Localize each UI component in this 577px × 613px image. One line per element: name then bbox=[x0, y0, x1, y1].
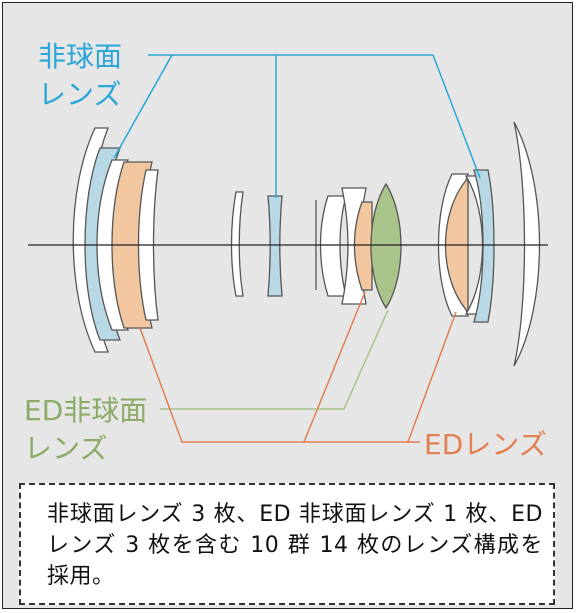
ed-leader-lines bbox=[139, 291, 457, 443]
ed-lens-element-10 bbox=[353, 201, 373, 291]
ed-lens-label: EDレンズ bbox=[424, 428, 547, 461]
lens-element-16 bbox=[513, 121, 541, 367]
aspheric-lens-element-7 bbox=[267, 195, 283, 297]
aspheric-label-line1: 非球面 bbox=[38, 40, 122, 73]
caption-box: 非球面レンズ 3 枚、ED 非球面レンズ 1 枚、ED レンズ 3 枚を含む 1… bbox=[19, 483, 555, 605]
lens-element-6 bbox=[230, 191, 244, 297]
caption-text: 非球面レンズ 3 枚、ED 非球面レンズ 1 枚、ED レンズ 3 枚を含む 1… bbox=[47, 502, 543, 589]
lens-construction-diagram: 非球面 レンズ ED非球面 レンズ EDレンズ bbox=[24, 40, 548, 465]
ed-aspheric-leader-line bbox=[160, 309, 389, 410]
lens-element-8 bbox=[319, 195, 347, 297]
ed-aspheric-lens-element-11 bbox=[370, 182, 402, 310]
aspheric-label-line2: レンズ bbox=[38, 78, 121, 111]
ed-aspheric-label-line1: ED非球面 bbox=[24, 394, 147, 427]
ed-aspheric-label-line2: レンズ bbox=[24, 432, 107, 465]
aspheric-lens-element-15 bbox=[473, 169, 495, 323]
aspheric-leader-lines bbox=[113, 54, 481, 198]
